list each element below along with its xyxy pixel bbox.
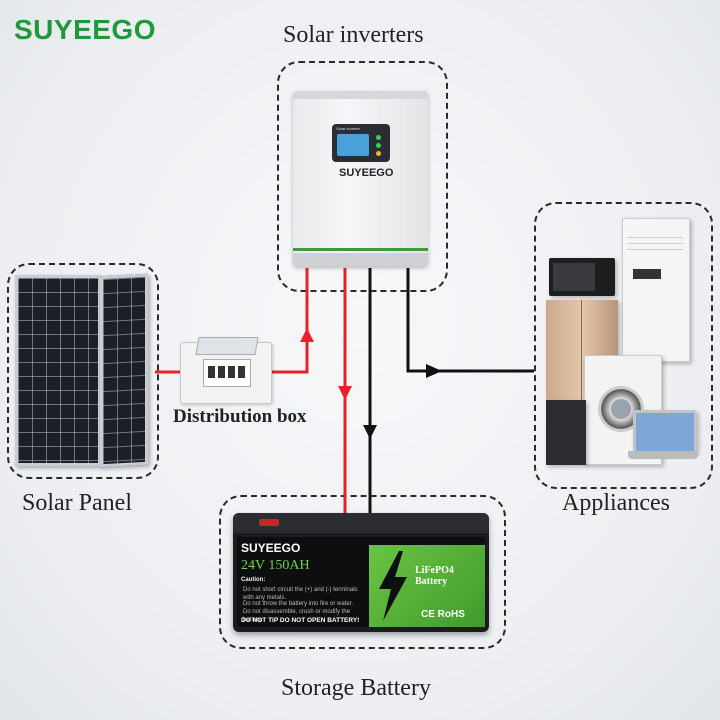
led-indicator-icon	[376, 151, 381, 156]
battery-warning: DO NOT TIP DO NOT OPEN BATTERY!	[241, 617, 360, 624]
inverter-display-panel: Solar Inverter	[332, 124, 390, 162]
breaker-panel	[203, 359, 251, 387]
air-conditioner-icon	[622, 218, 690, 362]
breaker-icon	[228, 366, 235, 378]
battery-terminal-icon	[259, 519, 279, 526]
inverter-label: Solar inverters	[283, 22, 424, 48]
battery-group	[219, 495, 506, 649]
storage-battery-label: Storage Battery	[281, 675, 431, 701]
wire-inverter-to-appliances	[406, 268, 534, 373]
battery-chemistry: LiFePO4 Battery	[415, 565, 454, 587]
breaker-icon	[218, 366, 225, 378]
solar-panel-left	[15, 275, 101, 466]
lifepo4-battery: SUYEEGO 24V 150AH Caution: Do not short …	[233, 513, 489, 632]
caution-line: Do not disassemble, crush or modify the …	[243, 609, 351, 623]
distribution-box	[180, 337, 272, 404]
battery-top	[233, 513, 489, 533]
microwave-icon	[549, 258, 615, 296]
appliances-group	[534, 202, 713, 489]
laptop-icon	[633, 410, 697, 454]
battery-certs: CE RoHS	[421, 609, 465, 620]
inverter-screen-title: Solar Inverter	[336, 126, 361, 131]
inverter-green-stripe	[293, 248, 428, 251]
caution-title: Caution:	[241, 577, 266, 583]
microwave-door	[553, 263, 595, 291]
arrow-down-black	[363, 425, 377, 439]
lightning-bolt-icon	[379, 551, 407, 621]
arrow-right-black	[426, 364, 442, 378]
battery-spec: 24V 150AH	[241, 558, 310, 573]
inverter-lcd	[337, 134, 369, 156]
led-indicator-icon	[376, 143, 381, 148]
induction-cooker-icon	[546, 400, 586, 465]
breaker-icon	[208, 366, 215, 378]
fridge-door-split	[581, 300, 582, 400]
ac-display	[633, 269, 661, 279]
solar-panel-label: Solar Panel	[22, 490, 132, 516]
battery-brand: SUYEEGO	[241, 541, 301, 555]
appliances-label: Appliances	[562, 490, 670, 516]
distribution-box-lid	[195, 337, 259, 355]
arrow-down-red	[338, 386, 352, 400]
arrow-up-red	[300, 328, 314, 342]
caution-line: Do not short circuit the (+) and (-) ter…	[243, 587, 358, 601]
brand-logo: SUYEEGO	[14, 14, 156, 45]
solar-panel-right	[100, 273, 148, 468]
inverter-group	[277, 61, 448, 292]
battery-label: SUYEEGO 24V 150AH Caution: Do not short …	[237, 537, 485, 627]
laptop-base	[628, 451, 698, 459]
solar-inverter: Solar Inverter SUYEEGO	[293, 91, 428, 266]
led-indicator-icon	[376, 135, 381, 140]
caution-line: Do not throw the battery into fire or wa…	[243, 601, 354, 607]
breaker-icon	[238, 366, 245, 378]
ac-vent-line	[627, 237, 683, 238]
inverter-bottom	[293, 253, 428, 266]
ac-vent-line	[627, 243, 683, 244]
distribution-box-label: Distribution box	[173, 406, 307, 427]
wire-box-to-inverter	[270, 268, 309, 374]
inverter-brand: SUYEEGO	[339, 167, 394, 179]
ac-vent-line	[627, 249, 683, 250]
inverter-top-cap	[293, 91, 428, 99]
